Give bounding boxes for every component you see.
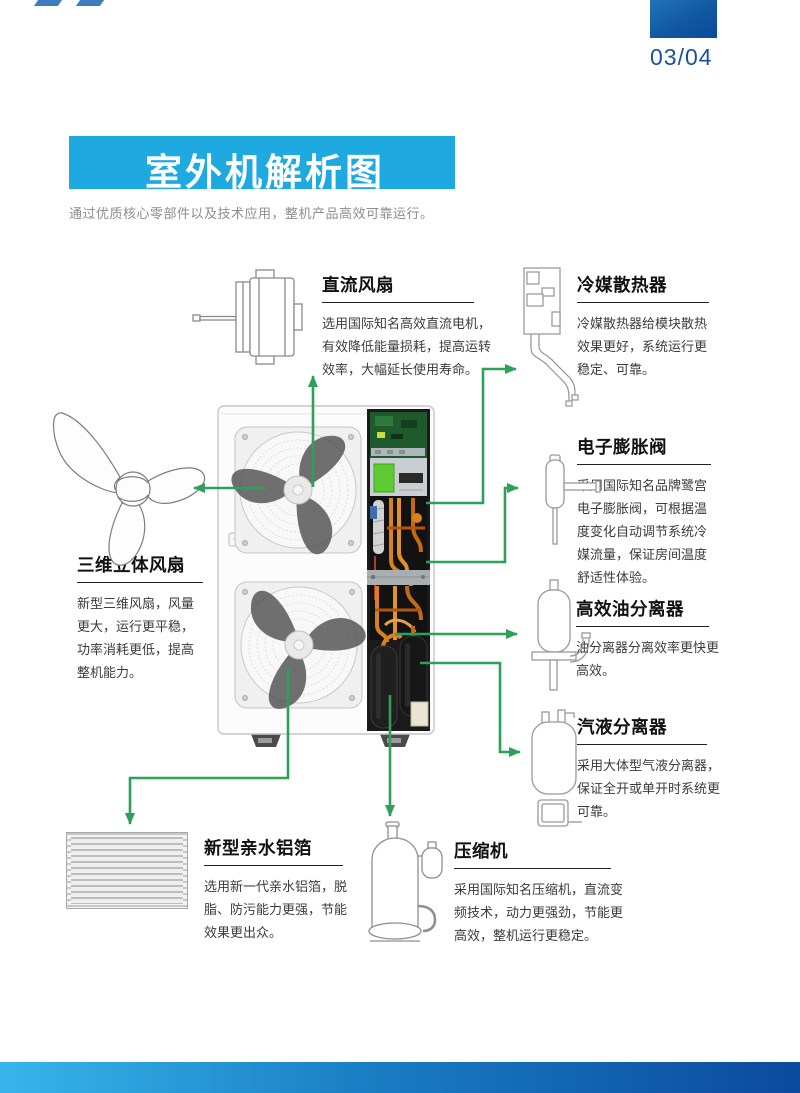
- section-divider: [577, 744, 707, 745]
- dc-fan-motor-illustration: [192, 269, 303, 365]
- arrow-to-valve: [426, 483, 519, 564]
- section-title: 冷媒散热器: [577, 275, 667, 295]
- section-title: 新型亲水铝箔: [204, 838, 312, 858]
- section-title: 汽液分离器: [577, 717, 667, 737]
- expansion-valve-illustration: [545, 454, 601, 545]
- section-title: 压缩机: [454, 841, 508, 861]
- section-body: 采用国际知名品牌鹭宫电子膨胀阀，可根据温度变化自动调节系统冷媒流量，保证房间温度…: [577, 478, 708, 585]
- section-title: 电子膨胀阀: [577, 437, 667, 457]
- foil-fins: [71, 837, 183, 904]
- section-divider: [577, 302, 709, 303]
- page-subtitle: 通过优质核心零部件以及技术应用，整机产品高效可靠运行。: [69, 206, 434, 221]
- section-gas-liquid-separator: 汽液分离器 采用大体型气液分离器，保证全开或单开时系统更可靠。: [577, 714, 731, 823]
- section-divider: [77, 582, 203, 583]
- section-body: 选用新一代亲水铝箔，脱脂、防污能力更强，节能效果更出众。: [204, 879, 348, 940]
- section-divider: [204, 865, 343, 866]
- section-divider: [577, 464, 711, 465]
- hydrophilic-foil-illustration: [66, 832, 188, 909]
- section-divider: [322, 302, 474, 303]
- page-number: 03/04: [650, 44, 713, 70]
- page-corner-square: [650, 0, 717, 38]
- footer-gradient-bar: [0, 1062, 800, 1093]
- refrigerant-radiator-illustration: [523, 267, 579, 407]
- section-body: 选用国际知名高效直流电机，有效降低能量损耗，提高运转效率，大幅延长使用寿命。: [322, 316, 492, 377]
- page-title: 室外机解析图: [145, 152, 385, 193]
- section-body: 冷媒散热器给模块散热效果更好，系统运行更稳定、可靠。: [577, 316, 708, 377]
- gas-liquid-separator-illustration: [531, 709, 582, 827]
- corner-dash-icon: [75, 0, 105, 6]
- compressor-illustration: [368, 821, 443, 942]
- section-title: 高效油分离器: [576, 599, 684, 619]
- oil-separator-illustration: [531, 579, 591, 691]
- section-body: 采用大体型气液分离器，保证全开或单开时系统更可靠。: [577, 758, 721, 819]
- section-dc-fan: 直流风扇 选用国际知名高效直流电机，有效降低能量损耗，提高运转效率，大幅延长使用…: [322, 272, 498, 381]
- section-compressor: 压缩机 采用国际知名压缩机，直流变频技术，动力更强劲，节能更高效，整机运行更稳定…: [454, 838, 626, 947]
- section-refrigerant-radiator: 冷媒散热器 冷媒散热器给模块散热效果更好，系统运行更稳定、可靠。: [577, 272, 719, 381]
- outdoor-unit-illustration: [217, 405, 435, 747]
- section-oil-separator: 高效油分离器 油分离器分离效率更快更高效。: [576, 596, 728, 682]
- title-banner: 室外机解析图: [69, 136, 455, 193]
- section-hydrophilic-foil: 新型亲水铝箔 选用新一代亲水铝箔，脱脂、防污能力更强，节能效果更出众。: [204, 835, 356, 944]
- section-body: 新型三维风扇，风量更大，运行更平稳，功率消耗更低，提高整机能力。: [77, 596, 195, 680]
- arrow-to-radiator: [426, 364, 517, 505]
- three-d-fan-illustration: [52, 412, 206, 566]
- section-divider: [454, 868, 611, 869]
- corner-dash-icon: [33, 0, 63, 6]
- section-three-d-fan: 三维立体风扇 新型三维风扇，风量更大，运行更平稳，功率消耗更低，提高整机能力。: [77, 552, 205, 684]
- section-body: 采用国际知名压缩机，直流变频技术，动力更强劲，节能更高效，整机运行更稳定。: [454, 882, 624, 943]
- section-title: 三维立体风扇: [77, 555, 185, 575]
- section-title: 直流风扇: [322, 275, 394, 295]
- section-body: 油分离器分离效率更快更高效。: [576, 640, 720, 678]
- section-expansion-valve: 电子膨胀阀 采用国际知名品牌鹭宫电子膨胀阀，可根据温度变化自动调节系统冷媒流量，…: [577, 434, 719, 589]
- section-divider: [576, 626, 709, 627]
